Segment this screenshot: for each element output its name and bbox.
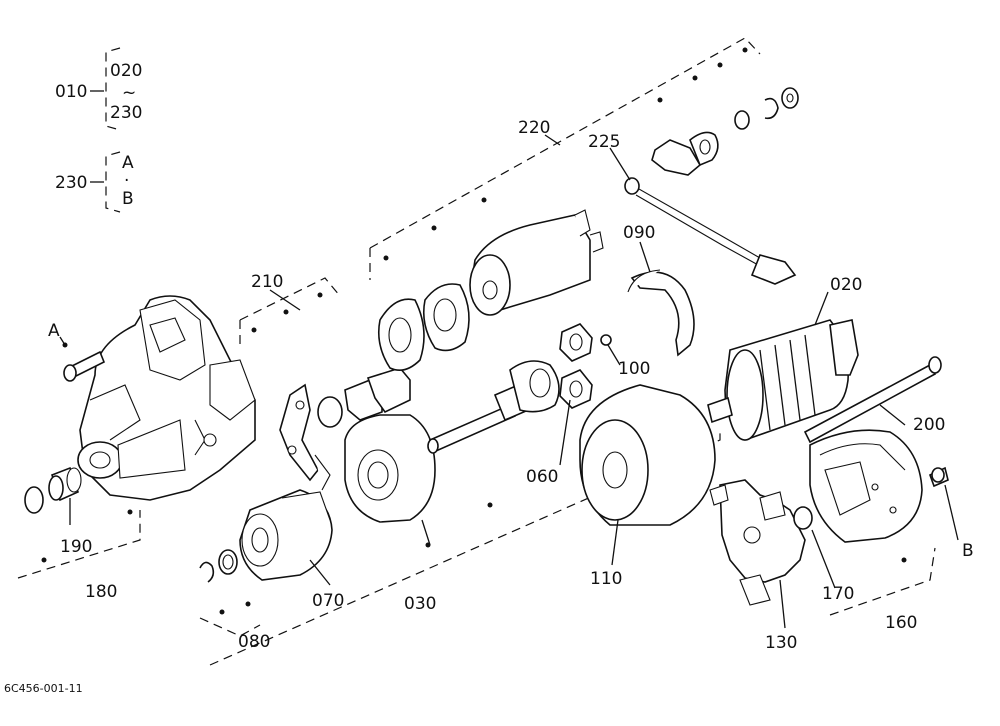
- group-bracket-030: [209, 430, 721, 666]
- callout-210: 210: [251, 272, 283, 292]
- snap-ring-080: [199, 549, 238, 583]
- legend-230-label: 230: [55, 173, 87, 193]
- legend-230-item-b: B: [122, 189, 134, 209]
- bolt-a: [59, 336, 106, 382]
- diagram-reference-code: 6C456-001-11: [4, 682, 83, 695]
- washer-plate: [317, 396, 343, 428]
- callout-a: A: [48, 321, 60, 341]
- callout-100: 100: [618, 359, 650, 379]
- callout-020: 020: [830, 275, 862, 295]
- legend-010-bracket: [105, 47, 121, 131]
- gasket-plate-1: [377, 298, 425, 371]
- callout-110: 110: [590, 569, 622, 589]
- brush-holder-130: [709, 479, 806, 606]
- magnetic-switch-220: [469, 209, 604, 316]
- callout-220: 220: [518, 118, 550, 138]
- legend-230-item-a: A: [122, 153, 134, 173]
- cap-disc: [24, 486, 44, 514]
- legend-230-bracket: [105, 151, 121, 213]
- through-bolt-200: [803, 356, 942, 444]
- callout-225: 225: [588, 132, 620, 152]
- callout-030: 030: [404, 594, 436, 614]
- callout-180: 180: [85, 582, 117, 602]
- lead-wire-225: [624, 87, 799, 285]
- legend-010-range-symbol: ~: [122, 83, 136, 103]
- gear-upper: [559, 323, 593, 362]
- screw-b: [928, 466, 949, 488]
- bushing-190: [48, 466, 82, 502]
- group-bracket-160: [829, 547, 936, 616]
- group-bracket-210: [239, 277, 341, 321]
- ball-100: [600, 334, 612, 346]
- gear-060: [559, 369, 593, 409]
- callout-080: 080: [238, 632, 270, 652]
- group-bracket-180: [17, 510, 141, 579]
- callout-labels: 020 030 060 070 080 090 100 110 130 160 …: [48, 118, 974, 653]
- legend-230-separator: ·: [124, 171, 129, 191]
- callout-160: 160: [885, 613, 917, 633]
- callout-060: 060: [526, 467, 558, 487]
- pinion-gear-070: [239, 489, 333, 581]
- callout-070: 070: [312, 591, 344, 611]
- bushing-170: [793, 506, 813, 530]
- callout-b: B: [962, 541, 974, 561]
- front-housing: [77, 295, 256, 501]
- callout-170: 170: [822, 584, 854, 604]
- callout-190: 190: [60, 537, 92, 557]
- gasket-plate-2: [422, 283, 470, 352]
- lever-210: [279, 383, 331, 491]
- callout-200: 200: [913, 415, 945, 435]
- internal-gear-030: [344, 414, 436, 523]
- armature-020: [707, 319, 859, 441]
- packing-090: [627, 269, 695, 357]
- reference-dots: [41, 47, 907, 615]
- legend-010-range-start: 020: [110, 61, 142, 81]
- legend-set-010: 010 020 ~ 230: [55, 47, 142, 131]
- leader-lines: [69, 134, 959, 629]
- yoke-110: [579, 384, 716, 526]
- callout-130: 130: [765, 633, 797, 653]
- callout-090: 090: [623, 223, 655, 243]
- output-shaft: [427, 360, 560, 454]
- group-bracket-220: [369, 37, 761, 249]
- legend-010-range-end: 230: [110, 103, 142, 123]
- plunger-holder: [344, 367, 411, 421]
- legend-010-label: 010: [55, 82, 87, 102]
- legend-set-230: 230 A · B: [55, 151, 134, 213]
- rear-cover-160: [809, 429, 923, 543]
